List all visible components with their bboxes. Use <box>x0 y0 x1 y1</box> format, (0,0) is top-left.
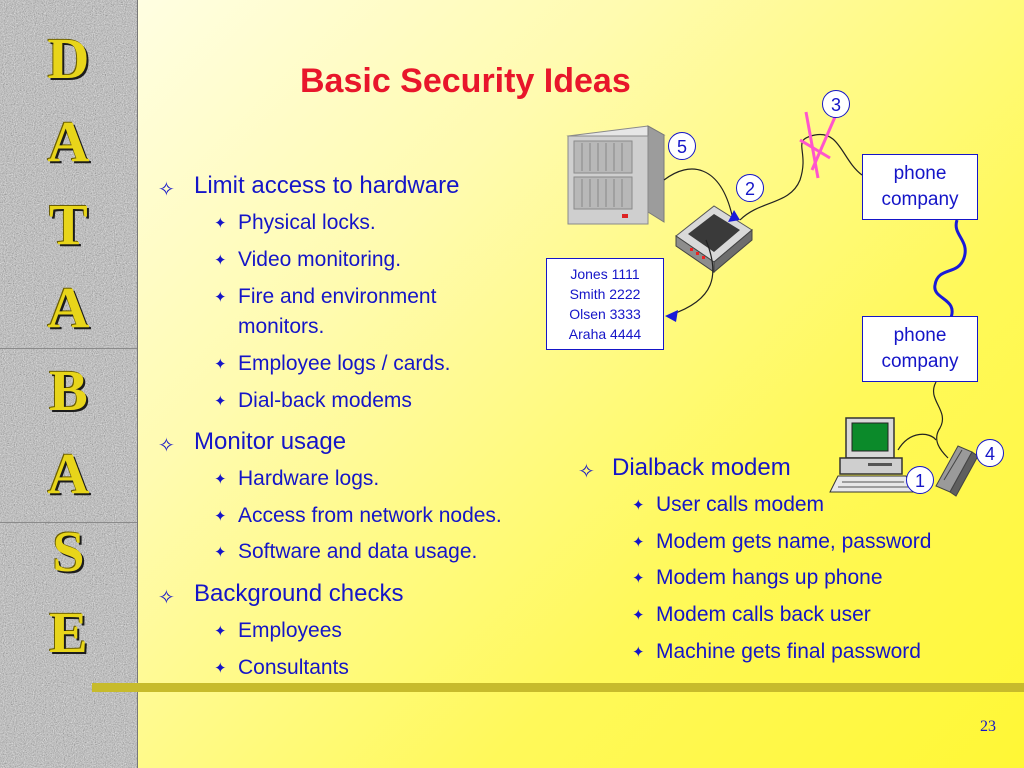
sidebar-seam <box>0 348 137 349</box>
granite-texture <box>0 0 137 768</box>
phone-company-label: company <box>881 189 959 210</box>
sub-bullet-text: Dial-back modems <box>238 389 412 412</box>
computer-icon <box>829 417 915 493</box>
step-circle-3: 3 <box>822 90 850 118</box>
bullet-level2-icon: ✦ <box>632 534 645 551</box>
bullet-level2-icon: ✦ <box>632 607 645 624</box>
bullet-level2-icon: ✦ <box>632 570 645 587</box>
bullet-level1-icon: ✧ <box>158 179 175 201</box>
phone-company-box-bottom: phone company <box>862 316 978 382</box>
step-circle-2: 2 <box>736 174 764 202</box>
sidebar-letter: A <box>47 441 90 506</box>
sub-bullet-text: Hardware logs. <box>238 467 380 490</box>
sub-bullet-text: Video monitoring. <box>238 248 402 271</box>
bullet-level2-icon: ✦ <box>214 471 227 488</box>
name-list-box: Jones 1111 Smith 2222 Olsen 3333 Araha 4… <box>546 258 664 350</box>
sub-bullet-text: Access from network nodes. <box>238 504 502 527</box>
name-entry: Jones 1111 <box>570 266 640 282</box>
phone-company-label: phone <box>893 163 947 184</box>
sub-bullet-text: Modem calls back user <box>656 603 871 626</box>
bullet-level2-icon: ✦ <box>214 623 227 640</box>
bullet-level2-icon: ✦ <box>632 644 645 661</box>
step-circle-4: 4 <box>976 439 1004 467</box>
sub-bullet-text: Modem gets name, password <box>656 530 932 553</box>
sub-bullet-text: monitors. <box>238 315 325 338</box>
bullet-level2-icon: ✦ <box>214 660 227 677</box>
phone-company-label: phone <box>893 325 947 346</box>
step-circle-1: 1 <box>906 466 934 494</box>
bullet-level2-icon: ✦ <box>214 356 227 373</box>
cut-mark <box>799 109 840 179</box>
step-circle-5: 5 <box>668 132 696 160</box>
sidebar-letter: B <box>49 358 88 423</box>
bullet-level2-icon: ✦ <box>214 289 227 306</box>
sidebar-letter: E <box>49 600 88 665</box>
user-modem-icon <box>935 445 979 497</box>
bullet-level2-icon: ✦ <box>214 215 227 232</box>
sidebar-letter: A <box>47 109 90 174</box>
sub-bullet-text: Physical locks. <box>238 211 376 234</box>
phone-company-box-top: phone company <box>862 154 978 220</box>
bullet-level2-icon: ✦ <box>214 508 227 525</box>
sidebar-letter: S <box>52 519 85 584</box>
bullet-text: Limit access to hardware <box>194 172 460 199</box>
bullet-level1-icon: ✧ <box>578 461 595 483</box>
sidebar-letter: D <box>47 26 90 91</box>
sub-bullet-text: Employees <box>238 619 342 642</box>
sidebar-band: D A T A B A S E <box>0 0 138 768</box>
sub-bullet-text: Modem hangs up phone <box>656 566 883 589</box>
sub-bullet-text: Machine gets final password <box>656 640 921 663</box>
sidebar-letter: A <box>47 275 90 340</box>
bullet-level2-icon: ✦ <box>632 497 645 514</box>
server-icon <box>566 125 666 225</box>
bullet-level2-icon: ✦ <box>214 544 227 561</box>
bullet-text: Dialback modem <box>612 454 791 481</box>
sub-bullet-text: Consultants <box>238 656 349 679</box>
name-entry: Smith 2222 <box>569 286 641 302</box>
bullet-text: Background checks <box>194 580 404 607</box>
modem-icon <box>675 205 753 274</box>
name-entry: Olsen 3333 <box>569 306 641 322</box>
bullet-text: Monitor usage <box>194 428 347 455</box>
sidebar-seam <box>0 522 137 523</box>
sub-bullet-text: User calls modem <box>656 493 825 516</box>
bullet-level1-icon: ✧ <box>158 435 175 457</box>
slide-title: Basic Security Ideas <box>300 62 631 100</box>
sub-bullet-text: Fire and environment <box>238 285 437 308</box>
name-entry: Araha 4444 <box>568 326 642 342</box>
footer-rule <box>92 683 1024 692</box>
sub-bullet-text: Employee logs / cards. <box>238 352 451 375</box>
phone-company-label: company <box>881 351 959 372</box>
bullet-level2-icon: ✦ <box>214 393 227 410</box>
bullet-level1-icon: ✧ <box>158 587 175 609</box>
bullet-level2-icon: ✦ <box>214 252 227 269</box>
sidebar-letter: T <box>49 192 88 257</box>
page-number: 23 <box>980 718 996 735</box>
sub-bullet-text: Software and data usage. <box>238 540 478 563</box>
